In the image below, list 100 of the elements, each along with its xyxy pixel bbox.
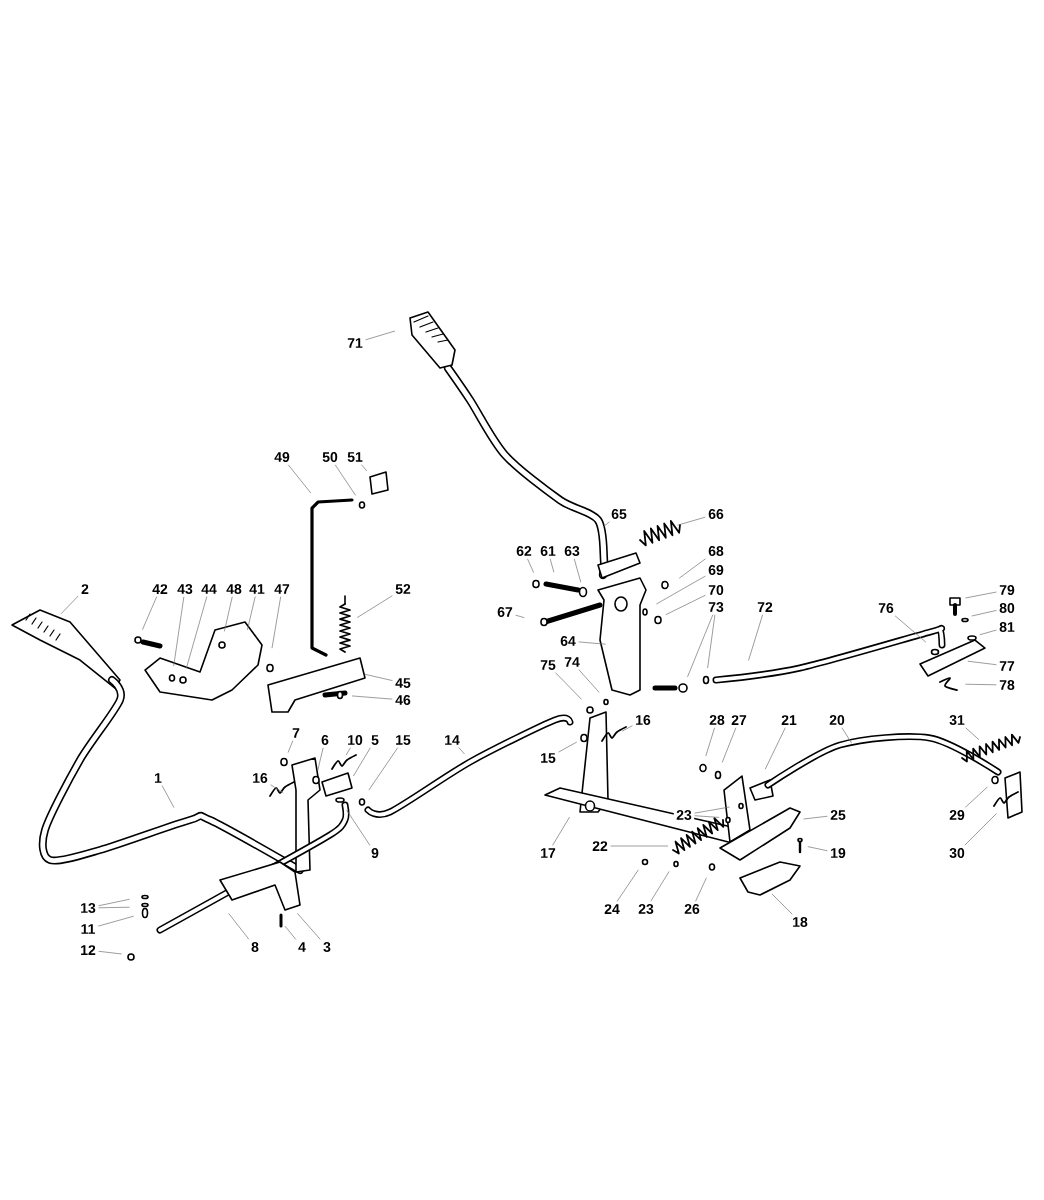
callout-number: 42 (149, 581, 171, 597)
leader-line (60, 595, 79, 615)
callout-number: 7 (289, 725, 303, 741)
leader-line (284, 925, 297, 940)
callout-number: 24 (601, 901, 623, 917)
callout-number: 43 (174, 581, 196, 597)
leader-line (616, 869, 639, 902)
callout-number: 63 (561, 543, 583, 559)
leader-line (185, 596, 208, 669)
leader-line (346, 809, 371, 846)
leader-line (807, 846, 828, 852)
callout-number: 15 (537, 750, 559, 766)
leader-line (271, 596, 282, 649)
leader-line (270, 784, 284, 794)
leader-line (841, 727, 853, 744)
leader-line (687, 614, 714, 678)
callout-number: 67 (494, 604, 516, 620)
callout-number: 2 (78, 581, 92, 597)
callout-number: 70 (705, 582, 727, 598)
callout-number: 17 (537, 845, 559, 861)
callout-number: 3 (320, 939, 334, 955)
callout-number: 52 (392, 581, 414, 597)
callout-number: 78 (996, 677, 1018, 693)
callout-number: 10 (344, 732, 366, 748)
leader-line (247, 596, 256, 631)
callout-number: 79 (996, 582, 1018, 598)
callout-number: 21 (778, 712, 800, 728)
leader-line (707, 614, 716, 669)
callout-number: 23 (635, 901, 657, 917)
callout-number: 68 (705, 543, 727, 559)
callout-number: 65 (608, 506, 630, 522)
leader-line (228, 913, 250, 940)
callout-number: 66 (705, 506, 727, 522)
callout-number: 4 (295, 939, 309, 955)
leader-line (142, 596, 158, 631)
leader-line (224, 596, 233, 632)
leader-line (98, 898, 130, 907)
leader-line (549, 558, 555, 573)
callout-number: 29 (946, 807, 968, 823)
callout-number: 44 (198, 581, 220, 597)
callout-number: 12 (77, 942, 99, 958)
leader-line (578, 669, 600, 693)
leader-line (173, 596, 185, 667)
callout-number: 28 (706, 712, 728, 728)
callout-number: 45 (392, 675, 414, 691)
leader-line (695, 877, 707, 902)
leader-line (287, 740, 294, 753)
leader-line (650, 871, 670, 902)
callout-number: 75 (537, 657, 559, 673)
callout-number: 20 (826, 712, 848, 728)
leader-line (748, 614, 763, 661)
callout-number: 31 (946, 712, 968, 728)
leader-line (98, 950, 122, 955)
leader-line (665, 594, 706, 616)
leader-line (317, 747, 324, 771)
leader-line (356, 595, 393, 618)
callout-number: 73 (705, 599, 727, 615)
leader-line (656, 575, 706, 605)
callout-number: 64 (557, 633, 579, 649)
callout-number: 11 (78, 921, 98, 937)
callout-number: 1 (151, 770, 165, 786)
callout-number: 23 (673, 807, 695, 823)
callout-number: 15 (392, 732, 414, 748)
callout-number: 8 (248, 939, 262, 955)
leader-line (353, 747, 371, 777)
callout-number: 51 (344, 449, 366, 465)
leader-line (964, 813, 997, 846)
leader-line (694, 806, 730, 814)
leader-line (971, 610, 997, 617)
leader-line (721, 727, 737, 763)
callout-number: 46 (392, 692, 414, 708)
callout-number: 81 (996, 619, 1018, 635)
leader-line (694, 815, 720, 818)
leader-line (894, 615, 927, 643)
callout-number: 69 (705, 562, 727, 578)
callout-number: 30 (946, 845, 968, 861)
callout-number: 74 (561, 654, 583, 670)
leader-line (677, 516, 706, 526)
leader-line (965, 591, 997, 599)
leader-line (602, 521, 610, 528)
callout-number: 72 (754, 599, 776, 615)
callout-number: 14 (441, 732, 463, 748)
callout-number: 25 (827, 807, 849, 823)
leader-line (368, 747, 399, 791)
leader-line (345, 747, 351, 756)
callout-number: 27 (728, 712, 750, 728)
leader-line (287, 464, 312, 494)
callout-number: 41 (246, 581, 268, 597)
callout-number: 61 (537, 543, 559, 559)
leader-line (578, 641, 606, 645)
leader-line (555, 672, 582, 700)
leader-line (610, 845, 669, 847)
callout-number: 76 (875, 600, 897, 616)
callout-number: 71 (344, 335, 366, 351)
callout-number: 62 (513, 543, 535, 559)
callout-number: 19 (827, 845, 849, 861)
callout-number: 6 (318, 732, 332, 748)
leader-line (965, 786, 988, 808)
callout-number: 26 (681, 901, 703, 917)
leader-line (705, 727, 715, 757)
